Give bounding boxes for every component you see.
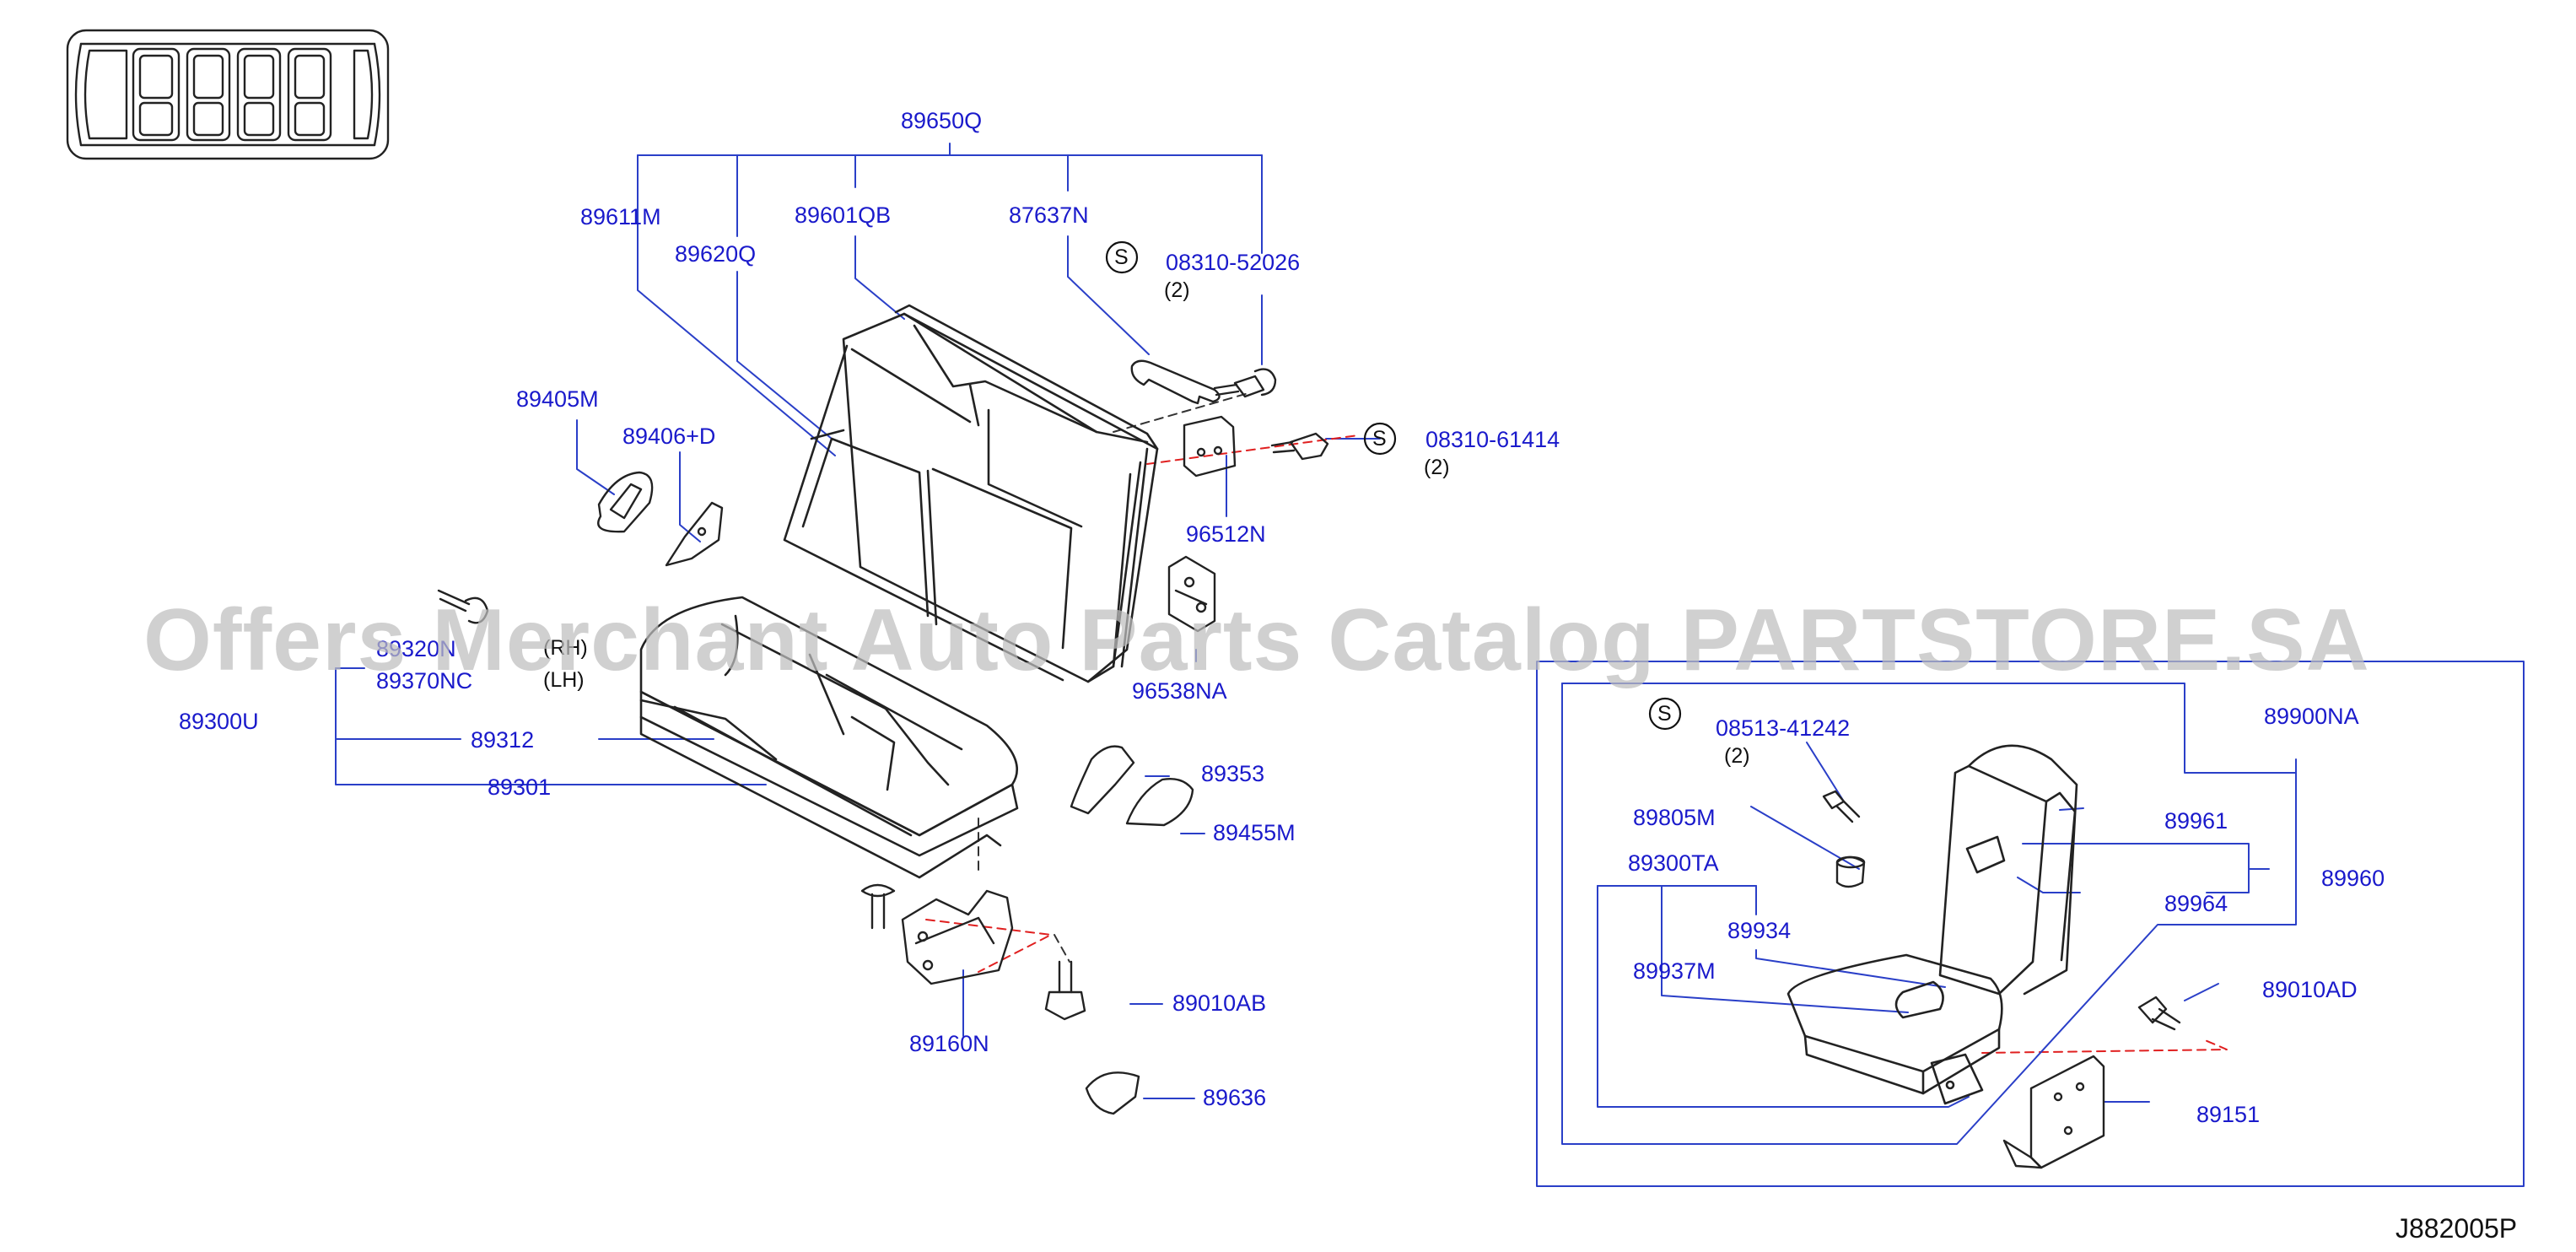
single-seat-drawing xyxy=(1786,744,2078,1105)
bracket-96512N xyxy=(1183,415,1237,478)
screw-symbol-41242: S xyxy=(1657,702,1672,726)
dashed-guides xyxy=(925,434,2228,1054)
part-label-89406d[interactable]: 89406+D xyxy=(622,424,716,449)
side-label-lh: (LH) xyxy=(543,668,585,692)
quantity-08310-52026: (2) xyxy=(1164,278,1190,302)
part-label-87637n[interactable]: 87637N xyxy=(1009,202,1089,228)
screw-symbol-52026: S xyxy=(1114,246,1129,269)
part-label-89312[interactable]: 89312 xyxy=(471,727,535,753)
part-label-89405m[interactable]: 89405M xyxy=(516,386,599,412)
quantity-08310-61414: (2) xyxy=(1424,456,1450,479)
part-label-89964[interactable]: 89964 xyxy=(2164,891,2228,916)
handle-87637N xyxy=(1130,359,1221,405)
cover-89353 xyxy=(1070,745,1135,815)
diagram-id: J882005P xyxy=(2395,1213,2518,1244)
dashed-black-guides xyxy=(978,392,1249,963)
cap-89636 xyxy=(1085,1071,1140,1115)
part-label-89151[interactable]: 89151 xyxy=(2196,1102,2261,1127)
part-label-89370nc[interactable]: 89370NC xyxy=(376,668,473,693)
trim-89406D xyxy=(665,501,724,567)
bolt-08310-52026 xyxy=(1213,368,1277,398)
bolt-08310-61414 xyxy=(1270,432,1329,461)
hinge-96538NA xyxy=(1167,555,1216,633)
part-label-89301[interactable]: 89301 xyxy=(488,774,552,800)
bracket-89160N xyxy=(860,883,1014,985)
part-label-08513-41242[interactable]: 08513-41242 xyxy=(1716,715,1851,741)
part-label-89636[interactable]: 89636 xyxy=(1203,1085,1267,1110)
part-label-08310-52026[interactable]: 08310-52026 xyxy=(1166,250,1301,275)
part-label-89934[interactable]: 89934 xyxy=(1727,918,1792,943)
trim-89405M xyxy=(597,471,654,533)
bolt-89010AB xyxy=(1044,960,1086,1021)
part-label-89960[interactable]: 89960 xyxy=(2321,866,2385,891)
quantity-08513-41242: (2) xyxy=(1724,744,1750,768)
screw-symbol-icon xyxy=(1105,240,1682,731)
part-label-89320n[interactable]: 89320N xyxy=(376,636,456,661)
part-label-08310-61414[interactable]: 08310-61414 xyxy=(1425,427,1560,452)
part-label-96538na[interactable]: 96538NA xyxy=(1132,678,1227,704)
part-label-89611m[interactable]: 89611M xyxy=(580,204,661,229)
part-label-89900na[interactable]: 89900NA xyxy=(2264,704,2359,729)
inset-box xyxy=(1536,661,2525,1187)
side-label-rh: (RH) xyxy=(543,636,588,660)
bolt-89320N xyxy=(437,589,489,624)
part-label-89010ab[interactable]: 89010AB xyxy=(1172,990,1267,1016)
leader-lines-left xyxy=(335,143,1381,1099)
part-label-89961[interactable]: 89961 xyxy=(2164,808,2228,834)
part-label-89937m[interactable]: 89937M xyxy=(1633,958,1716,984)
cap-89805M xyxy=(1835,855,1866,888)
part-label-89455m[interactable]: 89455M xyxy=(1213,820,1296,845)
rear-seat-cushion-drawing xyxy=(639,596,1019,879)
part-label-89353[interactable]: 89353 xyxy=(1201,761,1265,786)
part-label-89601qb[interactable]: 89601QB xyxy=(795,202,892,228)
screw-symbol-61414: S xyxy=(1372,427,1387,451)
vehicle-top-view-icon xyxy=(66,29,390,160)
part-label-89300ta[interactable]: 89300TA xyxy=(1628,850,1719,876)
screw-08513-41242 xyxy=(1822,790,1861,823)
bolt-89010AD xyxy=(2137,996,2181,1031)
part-label-89805m[interactable]: 89805M xyxy=(1633,805,1716,830)
part-label-89010ad[interactable]: 89010AD xyxy=(2262,977,2358,1002)
part-label-89160n[interactable]: 89160N xyxy=(909,1031,989,1056)
part-label-89650q[interactable]: 89650Q xyxy=(901,108,983,133)
cover-89455M xyxy=(1125,778,1194,827)
part-label-96512n[interactable]: 96512N xyxy=(1186,521,1266,547)
part-label-89620q[interactable]: 89620Q xyxy=(675,241,757,267)
part-label-89300u[interactable]: 89300U xyxy=(179,709,259,734)
bracket-89151 xyxy=(2002,1055,2105,1169)
rear-seat-back-drawing xyxy=(783,304,1159,683)
